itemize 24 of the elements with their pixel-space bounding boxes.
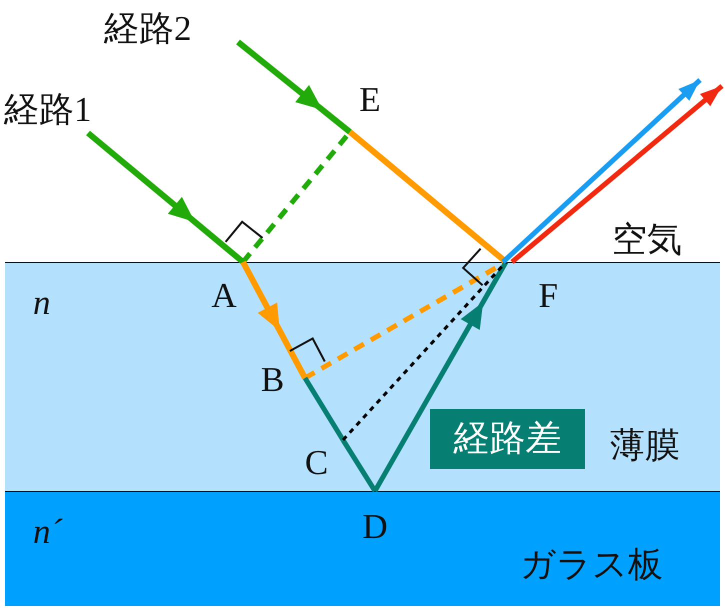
refractive-index-label: n bbox=[33, 285, 50, 320]
point-label: E bbox=[359, 82, 381, 117]
light-ray-arrow bbox=[501, 78, 702, 264]
light-ray-arrow bbox=[236, 40, 352, 134]
point-label: B bbox=[260, 362, 284, 396]
box-label: 経路差 bbox=[454, 421, 562, 457]
medium-label: 空気 bbox=[612, 222, 682, 257]
point-label: C bbox=[304, 444, 328, 480]
refractive-index-label: n´ bbox=[33, 514, 62, 549]
point-label: A bbox=[211, 278, 237, 313]
light-ray-arrow bbox=[240, 260, 308, 380]
path-difference-box bbox=[430, 409, 585, 469]
dashed-line bbox=[342, 260, 508, 442]
point-label: D bbox=[362, 509, 388, 544]
layer-label: ガラス板 bbox=[520, 547, 663, 582]
thin-film-layer bbox=[5, 262, 720, 491]
path-label: 経路2 bbox=[104, 10, 192, 46]
glass-plate-layer bbox=[5, 491, 720, 606]
light-ray-arrow bbox=[510, 84, 724, 264]
layer-label: 薄膜 bbox=[610, 428, 680, 463]
light-ray-arrow bbox=[372, 260, 508, 492]
light-ray-arrow bbox=[86, 130, 245, 264]
path-label: 経路1 bbox=[4, 92, 92, 126]
point-label: F bbox=[538, 278, 558, 313]
